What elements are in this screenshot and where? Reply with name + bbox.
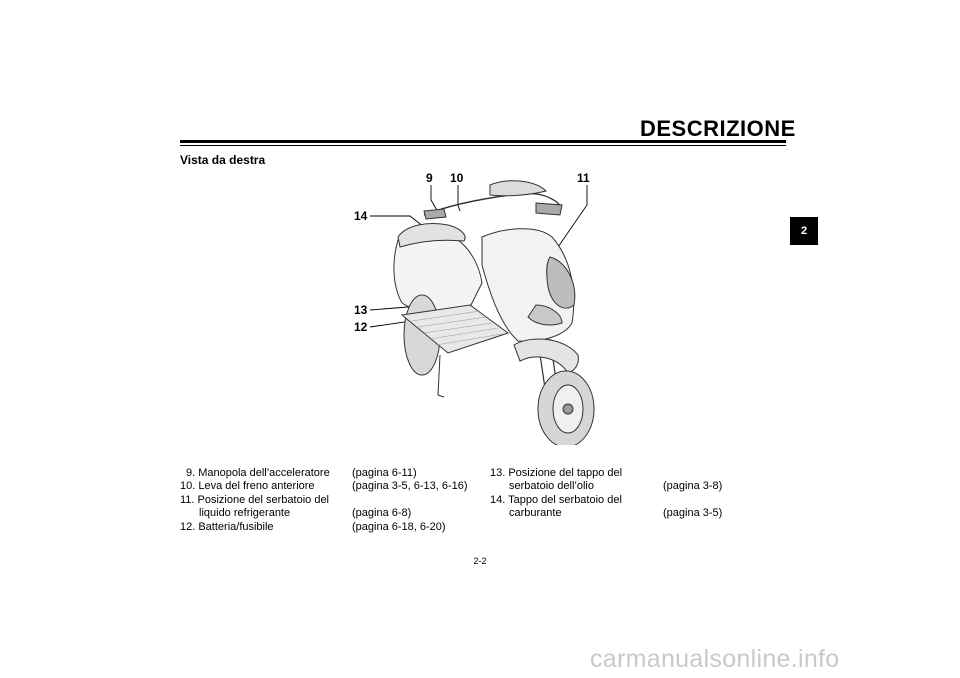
- front-fender: [513, 338, 579, 374]
- left-grip: [423, 208, 447, 220]
- legend-item-12-label: 12. Batteria/fusibile: [180, 521, 274, 533]
- scooter-illustration: [369, 180, 595, 445]
- callout-13: 13: [354, 303, 368, 317]
- callout-12: 12: [354, 320, 368, 334]
- legend-item-13-label-line1: 13. Posizione del tappo del: [490, 467, 623, 479]
- chapter-tab: 2: [790, 217, 818, 245]
- headlight: [546, 256, 576, 309]
- legend-item-12-ref: (pagina 6-18, 6-20): [352, 521, 446, 533]
- seat: [397, 223, 466, 248]
- legend-item-9-label: 9. Manopola dell’acceleratore: [186, 467, 330, 479]
- lower-light: [527, 304, 563, 326]
- mirror: [489, 180, 547, 197]
- legend-item-13-ref: (pagina 3-8): [663, 480, 723, 492]
- section-title: Vista da destra: [180, 153, 266, 167]
- callout-11: 11: [577, 171, 590, 185]
- legend-item-14-label-line1: 14. Tappo del serbatoio del: [490, 494, 622, 506]
- legend-item-11-ref: (pagina 6-8): [352, 507, 412, 519]
- side-stand: [437, 354, 445, 398]
- legend-item-14-label-line2: carburante: [509, 507, 562, 519]
- page-number: 2-2: [473, 556, 487, 566]
- floorboard: [400, 304, 510, 354]
- header-divider-thin: [180, 145, 786, 146]
- callout-14: 14: [354, 209, 368, 223]
- legend-item-14-ref: (pagina 3-5): [663, 507, 723, 519]
- header-divider: [180, 140, 786, 143]
- callout-9: 9: [426, 171, 433, 185]
- legend-item-11-label-line1: 11. Posizione del serbatoio del: [180, 494, 330, 506]
- legend-item-10-ref: (pagina 3-5, 6-13, 6-16): [352, 480, 468, 492]
- page-title: DESCRIZIONE: [640, 116, 796, 141]
- callout-10: 10: [450, 171, 464, 185]
- right-grip: [535, 202, 563, 216]
- legend-item-11-label-line2: liquido refrigerante: [199, 507, 291, 519]
- legend-item-13-label-line2: serbatoio dell’olio: [509, 480, 594, 492]
- watermark: carmanualsonline.info: [590, 645, 840, 673]
- legend-item-9-ref: (pagina 6-11): [352, 467, 417, 479]
- front-hub: [562, 403, 574, 415]
- legend-item-10-label: 10. Leva del freno anteriore: [180, 480, 315, 492]
